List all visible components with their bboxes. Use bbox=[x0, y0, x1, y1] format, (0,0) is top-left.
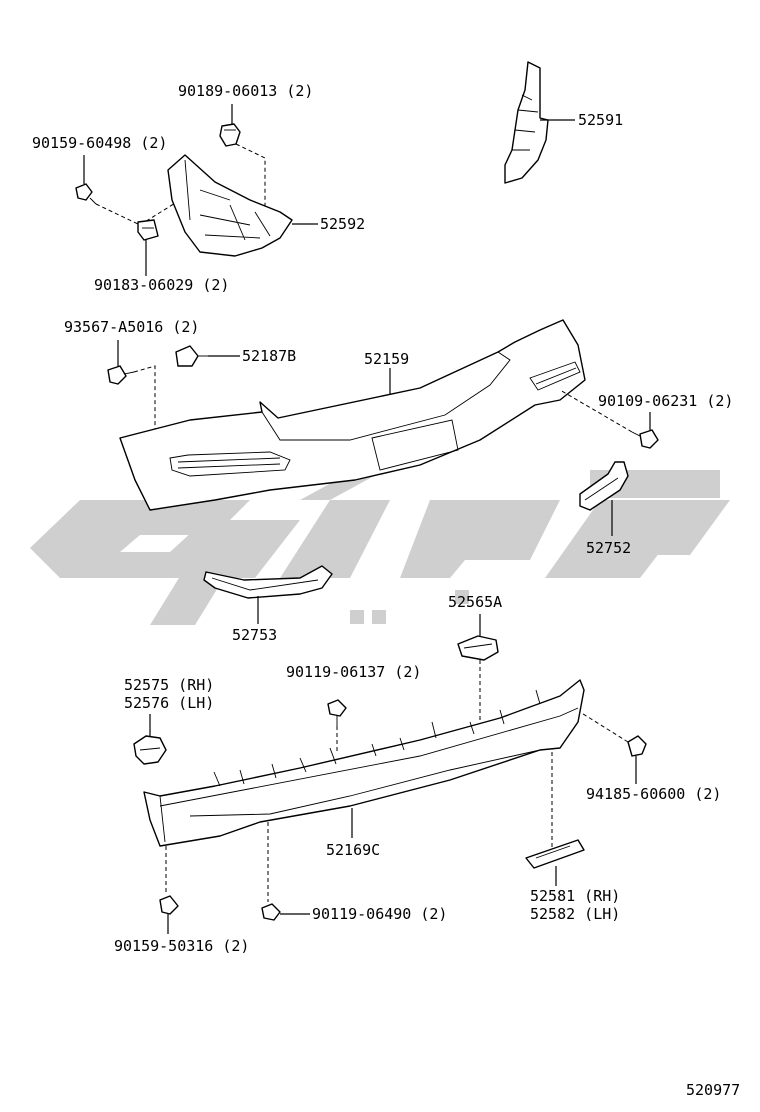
garnish-52581-52582[interactable] bbox=[525, 839, 585, 869]
label-52752: 52752 bbox=[586, 539, 631, 557]
label-52159: 52159 bbox=[364, 350, 409, 368]
dash-90189 bbox=[235, 143, 266, 210]
lower-bumper-52169C[interactable] bbox=[143, 679, 585, 847]
label-90159-50316: 90159-50316 (2) bbox=[114, 937, 249, 955]
screw-90159-50316[interactable] bbox=[159, 895, 179, 915]
watermark-logo bbox=[30, 470, 730, 625]
label-90159-60498: 90159-60498 (2) bbox=[32, 134, 167, 152]
label-52575: 52575 (RH) bbox=[124, 676, 214, 694]
screw-93567-A5016[interactable] bbox=[107, 365, 135, 385]
label-90109-06231: 90109-06231 (2) bbox=[598, 392, 733, 410]
dash-90159-60498 bbox=[95, 199, 181, 226]
label-52581: 52581 (RH) bbox=[530, 887, 620, 905]
label-90119-06137: 90119-06137 (2) bbox=[286, 663, 421, 681]
label-52565A: 52565A bbox=[448, 593, 502, 611]
dash-93567 bbox=[133, 365, 156, 450]
label-52576: 52576 (LH) bbox=[124, 694, 214, 712]
label-90183-06029: 90183-06029 (2) bbox=[94, 276, 229, 294]
dash-94185 bbox=[579, 711, 629, 743]
label-52187B: 52187B bbox=[242, 347, 296, 365]
label-93567-A5016: 93567-A5016 (2) bbox=[64, 318, 199, 336]
diagram-id: 520977 bbox=[686, 1081, 740, 1099]
bracket-52592[interactable] bbox=[167, 154, 293, 257]
bolt-90119-06137[interactable] bbox=[327, 699, 347, 726]
label-52591: 52591 bbox=[578, 111, 623, 129]
screw-90109-06231[interactable] bbox=[631, 429, 659, 449]
label-52753: 52753 bbox=[232, 626, 277, 644]
retainer-52575-52576[interactable] bbox=[133, 735, 167, 765]
bumper-cover-52159[interactable] bbox=[119, 319, 586, 511]
reflector-52752[interactable] bbox=[579, 461, 629, 511]
retainer-52565A[interactable] bbox=[457, 635, 499, 661]
label-94185-60600: 94185-60600 (2) bbox=[586, 785, 721, 803]
clip-90189-06013[interactable] bbox=[219, 123, 241, 147]
bracket-52591[interactable] bbox=[504, 61, 549, 184]
label-52169C: 52169C bbox=[326, 841, 380, 859]
nut-94185-60600[interactable] bbox=[627, 735, 647, 757]
label-52592: 52592 bbox=[320, 215, 365, 233]
label-90189-06013: 90189-06013 (2) bbox=[178, 82, 313, 100]
clip-52187B[interactable] bbox=[175, 345, 208, 367]
clip-90183-06029[interactable] bbox=[137, 219, 159, 241]
label-90119-06490: 90119-06490 (2) bbox=[312, 905, 447, 923]
screw-90159-60498[interactable] bbox=[75, 183, 97, 205]
reflector-52753[interactable] bbox=[203, 565, 333, 599]
label-52582: 52582 (LH) bbox=[530, 905, 620, 923]
bolt-90119-06490[interactable] bbox=[261, 903, 281, 921]
